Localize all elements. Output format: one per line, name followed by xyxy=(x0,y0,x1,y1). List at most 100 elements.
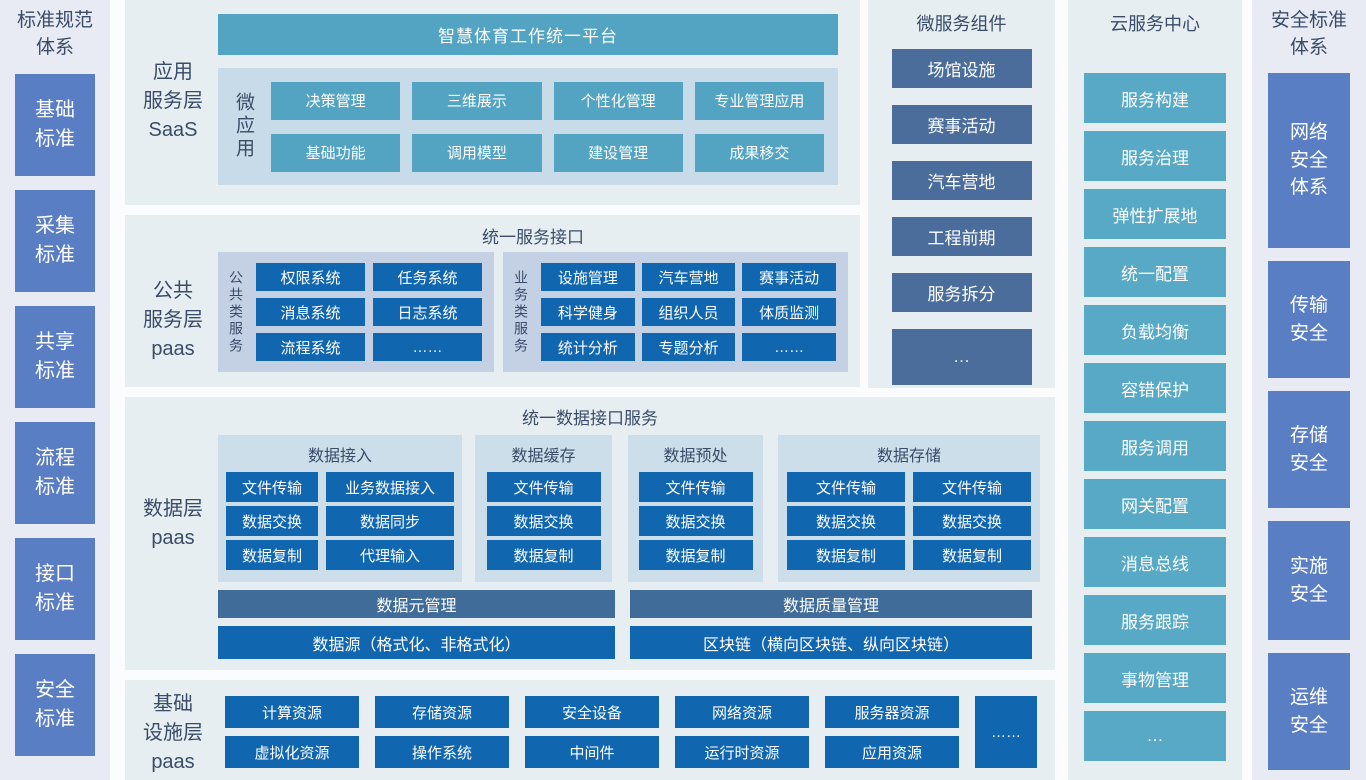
cloud-service-box: 容错保护 xyxy=(1084,363,1226,413)
cloud-service-more-box: … xyxy=(1084,711,1226,761)
data-box: 文件传输 xyxy=(486,472,601,502)
app-box: 成果移交 xyxy=(694,133,824,172)
data-group-title: 数据缓存 xyxy=(511,448,576,465)
app-box: 专业管理应用 xyxy=(694,81,824,120)
data-layer-label: 数据层 paas xyxy=(143,498,203,549)
data-box: 文件传输 xyxy=(787,472,905,502)
public-service-layer-section: 统一服务接口 公共 服务层 paas 公共类服务 权限系统 任务系统 消息系统 … xyxy=(125,215,860,387)
microservice-more-box: … xyxy=(891,329,1032,385)
data-cache-panel: 数据缓存 文件传输 数据交换 数据复制 xyxy=(475,435,612,582)
data-group-title: 数据接入 xyxy=(307,448,372,465)
security-box: 实施安全 xyxy=(1268,521,1350,640)
cloud-service-box: 服务调用 xyxy=(1084,421,1226,471)
cloud-service-box: 弹性扩展地 xyxy=(1084,189,1226,239)
data-box: 数据复制 xyxy=(913,540,1031,570)
saas-layer-label: 应用 服务层 SaaS xyxy=(143,61,203,141)
app-box: 三维展示 xyxy=(412,81,542,120)
microservices-panel: 微服务组件 场馆设施 赛事活动 汽车营地 工程前期 服务拆分 … xyxy=(868,0,1055,388)
business-services-label: 业务类服务 xyxy=(513,269,529,355)
app-box: 建设管理 xyxy=(553,133,683,172)
infrastructure-box: 服务器资源 xyxy=(825,696,959,728)
infrastructure-box: 计算资源 xyxy=(225,696,359,728)
cloud-center-title: 云服务中心 xyxy=(1110,14,1200,34)
micro-apps-grid: 决策管理 三维展示 个性化管理 专业管理应用 基础功能 调用模型 建设管理 成果… xyxy=(271,81,824,172)
microservices-title: 微服务组件 xyxy=(916,14,1007,34)
infrastructure-layer-label: 基础 设施层 paas xyxy=(143,693,203,773)
data-box: 数据复制 xyxy=(638,540,753,570)
data-box: 文件传输 xyxy=(638,472,753,502)
service-box: 设施管理 xyxy=(541,263,635,291)
security-standards-list: 网络安全体系 传输安全 存储安全 实施安全 运维安全 xyxy=(1252,73,1366,770)
data-box: 数据交换 xyxy=(787,506,905,536)
infrastructure-box: 中间件 xyxy=(525,736,659,768)
standard-box: 安全标准 xyxy=(15,654,95,756)
unified-service-interface-title: 统一服务接口 xyxy=(482,228,584,247)
business-services-grid: 设施管理 汽车营地 赛事活动 科学健身 组织人员 体质监测 统计分析 专题分析 … xyxy=(541,263,836,361)
infrastructure-box: 应用资源 xyxy=(825,736,959,768)
security-box: 存储安全 xyxy=(1268,391,1350,508)
security-box: 传输安全 xyxy=(1268,261,1350,378)
standard-box: 接口标准 xyxy=(15,538,95,640)
service-box: 任务系统 xyxy=(373,263,482,291)
microservice-box: 工程前期 xyxy=(891,217,1032,256)
public-services-grid: 权限系统 任务系统 消息系统 日志系统 流程系统 …… xyxy=(256,263,482,361)
data-box: 数据交换 xyxy=(486,506,601,536)
business-services-panel: 业务类服务 设施管理 汽车营地 赛事活动 科学健身 组织人员 体质监测 统计分析… xyxy=(503,252,848,372)
cloud-service-box: 负载均衡 xyxy=(1084,305,1226,355)
public-services-panel: 公共类服务 权限系统 任务系统 消息系统 日志系统 流程系统 …… xyxy=(218,252,494,372)
public-service-layer-label: 公共 服务层 paas xyxy=(143,280,203,360)
service-box: 消息系统 xyxy=(256,298,365,326)
infrastructure-box: 操作系统 xyxy=(375,736,509,768)
cloud-service-box: 服务治理 xyxy=(1084,131,1226,181)
data-layer-section: 统一数据接口服务 数据层 paas 数据接入 文件传输 业务数据接入 数据交换 … xyxy=(125,397,1055,670)
data-box: 代理输入 xyxy=(326,540,454,570)
microservice-box: 场馆设施 xyxy=(891,49,1032,88)
application-service-layer-section: 应用 服务层 SaaS 智慧体育工作统一平台 微应用 决策管理 三维展示 个性化… xyxy=(125,0,860,205)
standards-list: 基础标准 采集标准 共享标准 流程标准 接口标准 安全标准 xyxy=(0,74,110,756)
cloud-service-box: 服务构建 xyxy=(1084,73,1226,123)
platform-banner: 智慧体育工作统一平台 xyxy=(218,14,838,55)
service-box: 权限系统 xyxy=(256,263,365,291)
data-storage-panel: 数据存储 文件传输 文件传输 数据交换 数据交换 数据复制 数据复制 xyxy=(778,435,1040,582)
service-box: 专题分析 xyxy=(641,333,736,361)
service-box-more: …… xyxy=(373,333,482,361)
cloud-service-list: 服务构建 服务治理 弹性扩展地 统一配置 负载均衡 容错保护 服务调用 网关配置… xyxy=(1068,73,1242,761)
data-box: 数据交换 xyxy=(638,506,753,536)
infrastructure-more-box: …… xyxy=(975,696,1037,768)
standards-title-line1: 标准规范 xyxy=(16,10,93,31)
micro-apps-label: 微应用 xyxy=(233,92,254,161)
standard-box: 基础标准 xyxy=(15,74,95,176)
data-box: 文件传输 xyxy=(226,472,318,502)
service-box: 科学健身 xyxy=(541,298,635,326)
cloud-service-box: 服务跟踪 xyxy=(1084,595,1226,645)
data-group-title: 数据预处 xyxy=(663,448,728,465)
security-box: 运维安全 xyxy=(1268,653,1350,770)
data-box: 数据复制 xyxy=(226,540,318,570)
cloud-service-box: 网关配置 xyxy=(1084,479,1226,529)
data-box: 数据复制 xyxy=(787,540,905,570)
data-source-bar: 数据源（格式化、非格式化） xyxy=(218,626,615,659)
data-box: 业务数据接入 xyxy=(326,472,454,502)
service-box: 体质监测 xyxy=(742,298,836,326)
data-box: 数据复制 xyxy=(486,540,601,570)
data-box: 数据交换 xyxy=(226,506,318,536)
microservice-box: 服务拆分 xyxy=(891,273,1032,312)
service-box: 赛事活动 xyxy=(742,263,836,291)
app-box: 调用模型 xyxy=(412,133,542,172)
app-box: 基础功能 xyxy=(271,133,401,172)
security-standards-title: 安全标准 体系 xyxy=(1270,10,1347,58)
data-meta-management-bar: 数据元管理 xyxy=(218,590,615,618)
standards-system-panel: 标准规范 体系 基础标准 采集标准 共享标准 流程标准 接口标准 安全标准 xyxy=(0,0,110,780)
service-box: 日志系统 xyxy=(373,298,482,326)
data-box: 数据交换 xyxy=(913,506,1031,536)
unified-data-interface-title: 统一数据接口服务 xyxy=(522,409,658,428)
data-quality-management-bar: 数据质量管理 xyxy=(630,590,1032,618)
microservices-list: 场馆设施 赛事活动 汽车营地 工程前期 服务拆分 … xyxy=(868,49,1055,385)
microservice-box: 汽车营地 xyxy=(891,161,1032,200)
cloud-service-box: 统一配置 xyxy=(1084,247,1226,297)
app-box: 个性化管理 xyxy=(553,81,683,120)
service-box-more: …… xyxy=(742,333,836,361)
cloud-service-center-panel: 云服务中心 服务构建 服务治理 弹性扩展地 统一配置 负载均衡 容错保护 服务调… xyxy=(1068,0,1242,780)
data-box: 文件传输 xyxy=(913,472,1031,502)
infrastructure-grid: 计算资源 存储资源 安全设备 网络资源 服务器资源 …… 虚拟化资源 操作系统 … xyxy=(225,696,1037,768)
